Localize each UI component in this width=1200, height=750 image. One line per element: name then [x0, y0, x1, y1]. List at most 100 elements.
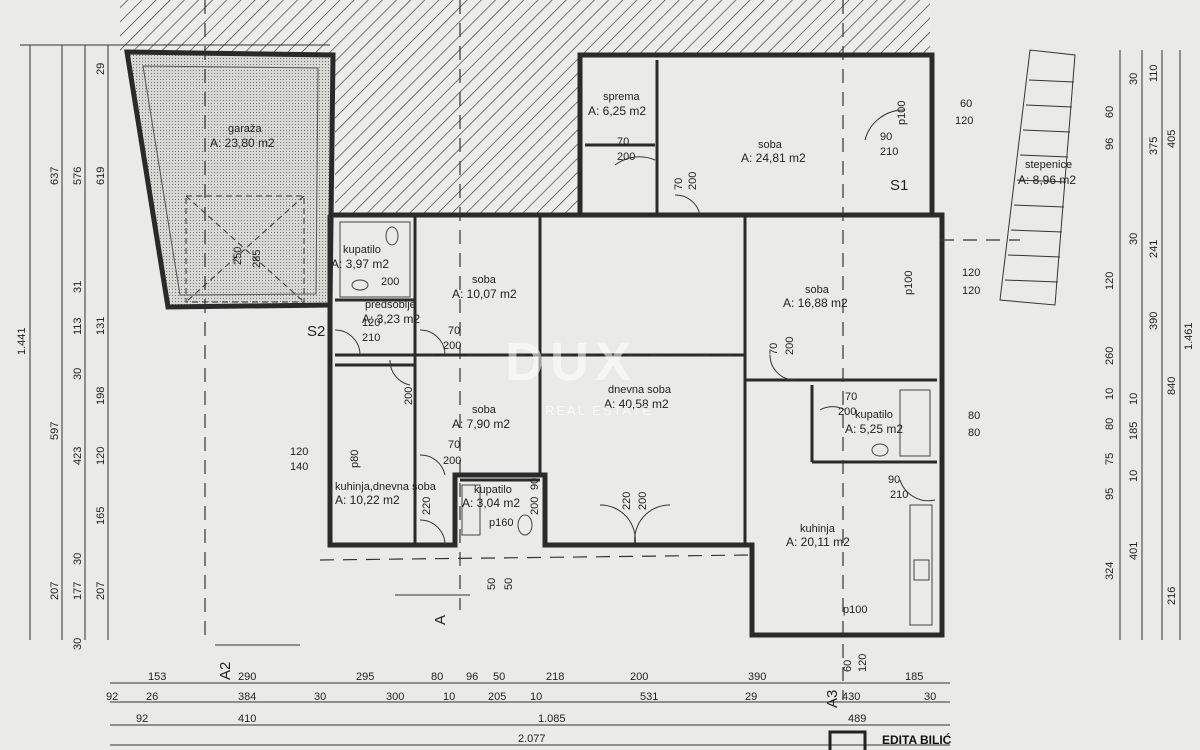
room-area-kupatilo-b: A: 5,25 m2 [845, 422, 903, 436]
dimension-label: 70 [448, 325, 460, 337]
dimension-label: 110 [1148, 64, 1160, 82]
dimension-label: 96 [466, 671, 478, 683]
dimension-label: 200 [443, 455, 461, 467]
dimension-label: 390 [748, 671, 766, 683]
dimension-label: 423 [72, 447, 84, 465]
dimension-label: 220 [621, 492, 633, 510]
dimension-label: 26 [146, 691, 158, 703]
dimension-label: 637 [49, 167, 61, 185]
dimension-label: 90 [529, 478, 541, 490]
dimension-label: 92 [106, 691, 118, 703]
fixtures [339, 221, 933, 626]
dimension-label: 207 [95, 582, 107, 600]
hatched-areas [120, 0, 930, 215]
room-area-dnevna: A: 40,58 m2 [604, 397, 669, 411]
room-name-soba-top: soba [758, 139, 783, 151]
room-area-soba-top: A: 24,81 m2 [741, 151, 806, 165]
section-marker-a: A [432, 615, 449, 625]
dimension-label: 90 [888, 474, 900, 486]
dimension-label: 120 [962, 285, 980, 297]
stamp: EDITA BILIĆ [828, 730, 952, 750]
stair-marker-s2: S2 [307, 323, 325, 340]
dimension-label: 405 [1166, 130, 1178, 148]
dimension-label: 95 [1104, 488, 1116, 500]
dimension-label: 401 [1128, 542, 1140, 560]
dimension-label: 185 [905, 671, 923, 683]
dimension-label: 60 [1104, 106, 1116, 118]
markers: S1 S2 A A2 A3 [217, 177, 908, 708]
dimension-label: 200 [637, 492, 649, 510]
room-name-predsoblje: predsoblje [365, 299, 416, 311]
room-name-kuhinja-dnevna: kuhinja,dnevna soba [335, 481, 437, 493]
dimension-label: 1.461 [1183, 322, 1195, 350]
dimension-label: 220 [421, 497, 433, 515]
dimension-label: 2.077 [518, 733, 546, 745]
dimension-label: 295 [356, 671, 374, 683]
dimension-label: 80 [968, 410, 980, 422]
dimension-label: 210 [890, 489, 908, 501]
room-labels: garaža A: 23,80 m2 sprema A: 6,25 m2 sob… [210, 91, 1076, 549]
dimension-label: 285 [251, 250, 263, 268]
dimension-label: 489 [848, 713, 866, 725]
dimension-label: p160 [489, 517, 513, 529]
dimension-label: 210 [880, 146, 898, 158]
dimension-label: 70 [448, 439, 460, 451]
watermark-sub: REAL ESTATE [545, 403, 653, 418]
stamp-name: EDITA BILIĆ [882, 732, 952, 747]
dimension-label: 205 [488, 691, 506, 703]
stair-marker-s1: S1 [890, 177, 908, 194]
dimension-label: 1.441 [16, 327, 28, 355]
dimension-label: 10 [1128, 470, 1140, 482]
room-area-kupatilo-c: A: 3,04 m2 [462, 496, 520, 510]
dimension-label: 30 [72, 638, 84, 650]
dimension-label: 10 [1128, 393, 1140, 405]
dimension-label: 30 [314, 691, 326, 703]
room-area-soba-7: A: 7,90 m2 [452, 417, 510, 431]
dimension-label: 241 [1148, 240, 1160, 258]
room-area-stepenice: A: 8,96 m2 [1018, 173, 1076, 187]
room-name-dnevna: dnevna soba [608, 384, 672, 396]
dimension-label: 250 [232, 247, 244, 265]
dimension-label: 1.085 [538, 713, 566, 725]
dimension-label: 30 [1128, 73, 1140, 85]
watermark: DUX REAL ESTATE [505, 332, 653, 418]
dimension-label: p100 [903, 271, 915, 295]
room-area-kuhinja-dnevna: A: 10,22 m2 [335, 493, 400, 507]
dimension-label: 30 [924, 691, 936, 703]
dimension-label: 384 [238, 691, 256, 703]
dimension-label: 70 [673, 178, 685, 190]
dimension-label: 120 [962, 267, 980, 279]
room-name-kupatilo-b: kupatilo [855, 409, 893, 421]
section-marker-a3: A3 [824, 690, 841, 708]
dimension-label: 120 [955, 115, 973, 127]
dimension-label: 10 [1104, 388, 1116, 400]
room-area-sprema: A: 6,25 m2 [588, 104, 646, 118]
room-name-soba-16: soba [805, 284, 830, 296]
dimension-label: p80 [349, 450, 361, 468]
dimension-label: 60 [842, 660, 854, 672]
dimension-label: 70 [845, 391, 857, 403]
dimension-label: 10 [443, 691, 455, 703]
room-name-kuhinja: kuhinja [800, 523, 836, 535]
dimension-label: 200 [403, 387, 415, 405]
dimension-label: 576 [72, 167, 84, 185]
dimension-label: 120 [857, 654, 869, 672]
dimension-label: 390 [1148, 312, 1160, 330]
dimension-label: 531 [640, 691, 658, 703]
staircase [999, 49, 1076, 306]
room-area-garaza: A: 23,80 m2 [210, 136, 275, 150]
dimension-label: 619 [95, 167, 107, 185]
room-area-soba-16: A: 16,88 m2 [783, 296, 848, 310]
dimension-label: 120 [1104, 272, 1116, 290]
watermark-brand: DUX [505, 332, 637, 392]
dimension-label: 140 [290, 461, 308, 473]
dimension-label: 200 [687, 172, 699, 190]
right-dimensions: 1.461 405 840 216 110 375 241 390 401 32… [1104, 64, 1195, 605]
dimension-label: 165 [95, 507, 107, 525]
dimension-label: 198 [95, 387, 107, 405]
dimension-label: 29 [745, 691, 757, 703]
dimension-lines [20, 44, 1181, 746]
dimension-label: 200 [381, 276, 399, 288]
dimension-label: 210 [362, 332, 380, 344]
dimension-label: 324 [1104, 562, 1116, 580]
